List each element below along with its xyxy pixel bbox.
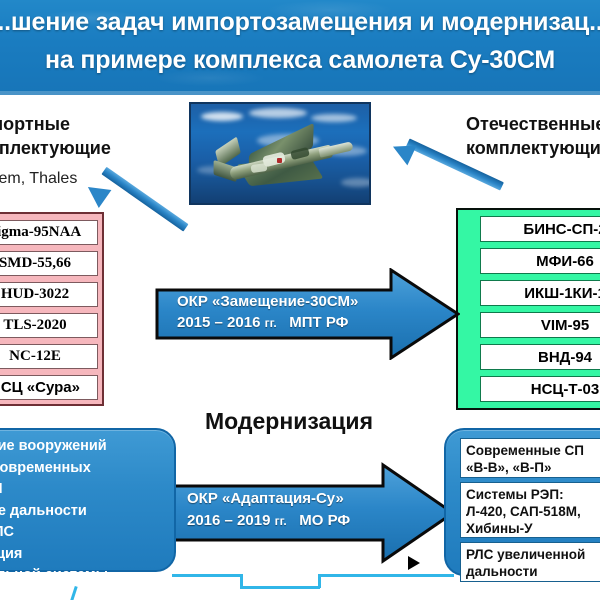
task-line-3: ...ение дальности <box>0 502 87 519</box>
result-item-1: Системы РЭП: Л-420, САП-518М, Хибины-У <box>460 482 600 538</box>
substitution-arrow-line-1: ОКР «Замещение-30СМ» <box>177 293 359 310</box>
adaptation-arrow: ОКР «Адаптация-Су» 2016 – 2019 гг. МО РФ <box>165 462 455 564</box>
cloud-shape <box>341 178 369 187</box>
substitution-arrow-line-2: 2015 – 2016 гг. МПТ РФ <box>177 313 348 333</box>
import-item-4: NC-12E <box>0 344 98 369</box>
domestic-components-panel: БИНС-СП-2 МФИ-66 ИКШ-1КИ-1 VIM-95 ВНД-94… <box>456 208 600 410</box>
substitution-years: 2015 – 2016 <box>177 314 261 331</box>
arrow-shaft <box>101 166 189 232</box>
import-vendors-label: Sagem, Thales <box>0 170 78 187</box>
aircraft-photo <box>189 102 371 205</box>
adaptation-customer: МО РФ <box>299 512 351 529</box>
domestic-column-heading: Отечественные комплектующие <box>466 112 600 160</box>
import-heading-line-2: комплектующие <box>0 138 111 158</box>
substitution-years-suffix: гг. <box>264 316 277 330</box>
import-item-2: HUD-3022 <box>0 282 98 307</box>
result-1-line-1: Системы РЭП: <box>466 487 564 502</box>
result-0-line-2: «В-В», «В-П» <box>466 460 552 475</box>
adaptation-years: 2016 – 2019 <box>187 512 271 529</box>
result-0-line-1: Современные СП <box>466 443 584 458</box>
fighter-jet-icon <box>207 122 357 192</box>
result-item-0: Современные СП «В-В», «В-П» <box>460 438 600 478</box>
task-line-1: ...ка современных <box>0 459 91 476</box>
deco-segment <box>240 586 320 589</box>
modernization-results-box: Современные СП «В-В», «В-П» Системы РЭП:… <box>444 428 600 582</box>
deco-segment <box>172 574 242 577</box>
jet-red-star-marking <box>277 158 282 163</box>
domestic-item-4: ВНД-94 <box>480 344 600 370</box>
bottom-decoration <box>0 566 600 600</box>
adaptation-arrow-line-2: 2016 – 2019 гг. МО РФ <box>187 511 350 531</box>
cloud-shape <box>201 112 243 121</box>
cloud-shape <box>249 108 307 118</box>
import-heading-line-1: Импортные <box>0 114 70 134</box>
adaptation-years-suffix: гг. <box>274 514 287 528</box>
deco-segment <box>318 574 321 588</box>
deco-segment <box>240 574 243 588</box>
domestic-item-1: МФИ-66 <box>480 248 600 274</box>
substitution-arrow: ОКР «Замещение-30СМ» 2015 – 2016 гг. МПТ… <box>155 268 460 360</box>
result-item-2: РЛС увеличенной дальности <box>460 542 600 582</box>
task-line-5: ...изация <box>0 545 23 562</box>
page-title: ...шение задач импортозамещения и модерн… <box>0 2 600 78</box>
modernization-tasks-text: ...вание вооружений ...ка современных ..… <box>0 436 176 587</box>
task-line-4: ...я РЛС <box>0 524 14 540</box>
domestic-heading-line-2: комплектующие <box>466 138 600 158</box>
result-1-line-2: Л-420, САП-518М, <box>466 504 581 519</box>
title-line-1: ...шение задач импортозамещения и модерн… <box>0 8 600 36</box>
adaptation-arrow-line-1: ОКР «Адаптация-Су» <box>187 490 344 507</box>
result-1-line-3: Хибины-У <box>466 521 533 536</box>
domestic-item-0: БИНС-СП-2 <box>480 216 600 242</box>
jet-nose <box>318 141 354 158</box>
import-item-3: TLS-2020 <box>0 313 98 338</box>
task-line-2: ...РЭП <box>0 479 176 501</box>
result-2-line-2: дальности <box>466 564 538 579</box>
deco-segment <box>318 574 454 577</box>
domestic-item-2: ИКШ-1КИ-1 <box>480 280 600 306</box>
modernization-caption: Модернизация <box>205 408 373 434</box>
modernization-tasks-box <box>0 428 176 572</box>
import-item-5: НСЦ «Сура» <box>0 375 98 400</box>
import-item-1: SMD-55,66 <box>0 251 98 276</box>
import-column-heading: Импортные комплектующие <box>0 112 111 160</box>
domestic-item-3: VIM-95 <box>480 312 600 338</box>
slide-header-band <box>0 0 600 95</box>
header-texture <box>0 0 600 95</box>
result-2-line-1: РЛС увеличенной <box>466 547 586 562</box>
small-arrow-head-icon <box>408 556 420 570</box>
task-line-6: ...ительной системы <box>0 567 108 583</box>
title-line-2: на примере комплекса самолета Су-30СМ <box>44 46 555 74</box>
domestic-heading-line-1: Отечественные <box>466 114 600 134</box>
arrow-head <box>81 177 112 209</box>
import-item-0: Sigma-95NAA <box>0 220 98 245</box>
substitution-customer: МПТ РФ <box>289 314 349 331</box>
deco-segment <box>69 585 78 600</box>
domestic-item-5: НСЦ-Т-03 <box>480 376 600 402</box>
import-components-panel: Sigma-95NAA SMD-55,66 HUD-3022 TLS-2020 … <box>0 212 104 406</box>
task-line-0: ...вание вооружений <box>0 438 107 454</box>
cloud-shape <box>311 114 357 122</box>
